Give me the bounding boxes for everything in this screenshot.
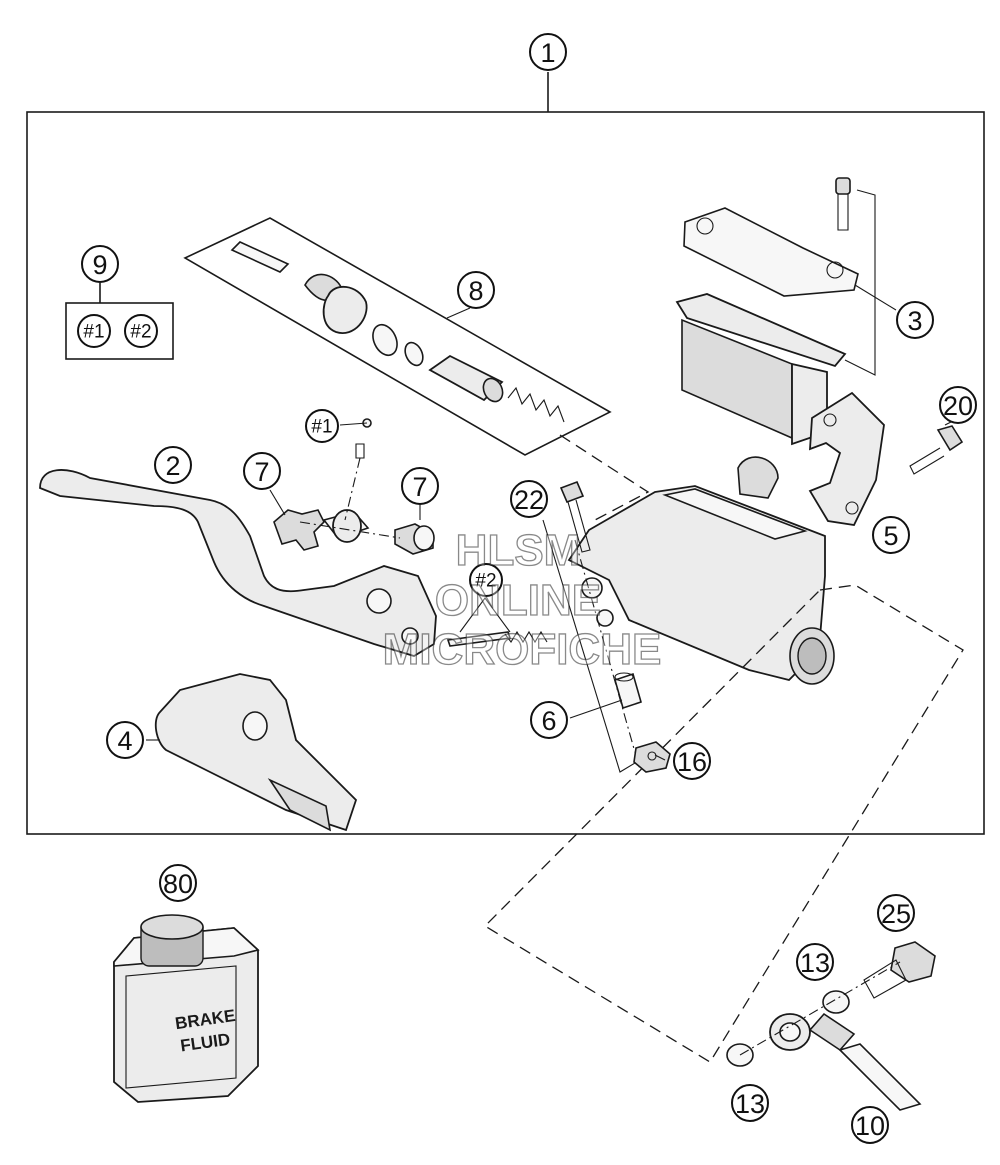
sealing-ring-upper xyxy=(822,990,850,1014)
kit-8-parts xyxy=(230,241,565,423)
svg-text:80: 80 xyxy=(163,869,193,899)
push-rod xyxy=(446,630,548,647)
leader-8 xyxy=(446,307,471,319)
callout-4: 4 xyxy=(106,721,144,759)
callout-7-knob: 7 xyxy=(243,452,281,490)
callout-80: 80 xyxy=(159,864,197,902)
brake-hose xyxy=(769,1012,922,1111)
leader-3b xyxy=(854,284,897,311)
leader-s1 xyxy=(339,422,368,426)
svg-text:13: 13 xyxy=(800,948,830,978)
svg-text:#1: #1 xyxy=(311,417,332,438)
svg-text:13: 13 xyxy=(735,1089,765,1119)
leader-7a xyxy=(269,489,286,516)
svg-text:8: 8 xyxy=(468,276,483,306)
svg-text:2: 2 xyxy=(165,451,180,481)
callout-3: 3 xyxy=(896,301,934,339)
svg-text:9: 9 xyxy=(92,250,107,280)
set-screw xyxy=(355,443,365,459)
callout-16: 16 xyxy=(673,742,711,780)
reservoir-cover xyxy=(675,207,859,446)
cap-screw xyxy=(835,177,851,231)
leader-3 xyxy=(844,189,876,376)
brake-fluid-can xyxy=(113,914,260,1103)
callout-22: 22 xyxy=(510,480,548,518)
callout-2: 2 xyxy=(154,446,192,484)
callout-10: 10 xyxy=(851,1106,889,1144)
lock-nut xyxy=(633,741,671,773)
svg-text:22: 22 xyxy=(514,485,544,515)
callout-1: 1 xyxy=(529,33,567,71)
bushing xyxy=(614,672,642,710)
callout-s1-lever: #1 xyxy=(305,409,339,443)
adjuster-sleeve xyxy=(394,523,435,555)
callout-s2-lever: #2 xyxy=(469,563,503,597)
callout-9: 9 xyxy=(81,245,119,283)
callout-s1-box: #1 xyxy=(77,314,111,348)
callout-8: 8 xyxy=(457,271,495,309)
svg-text:#2: #2 xyxy=(475,571,496,592)
svg-text:20: 20 xyxy=(943,391,973,421)
callout-s2-box: #2 xyxy=(124,314,158,348)
leader-16 xyxy=(654,754,666,761)
pivot-bolt xyxy=(559,480,591,553)
svg-text:7: 7 xyxy=(412,472,427,502)
callout-13-lower: 13 xyxy=(731,1084,769,1122)
hand-lever xyxy=(39,469,437,657)
leader-s2 xyxy=(459,597,511,633)
svg-text:25: 25 xyxy=(881,899,911,929)
axis-hose xyxy=(739,961,901,1056)
repair-kit-outline xyxy=(183,217,612,456)
svg-text:5: 5 xyxy=(883,521,898,551)
svg-text:10: 10 xyxy=(855,1111,885,1141)
hose-connection-outline xyxy=(483,584,964,1063)
callout-20: 20 xyxy=(939,386,977,424)
axis-7 xyxy=(299,521,401,539)
lever-guard xyxy=(154,673,358,832)
assembly-frame xyxy=(26,111,985,835)
svg-text:#2: #2 xyxy=(130,322,151,343)
leader-6 xyxy=(569,699,623,719)
kit-box xyxy=(65,302,174,360)
callout-13-upper: 13 xyxy=(796,943,834,981)
watermark-line3: MICROFICHE xyxy=(383,625,662,674)
callout-5: 5 xyxy=(872,516,910,554)
handlebar-clamp xyxy=(808,391,885,526)
svg-text:3: 3 xyxy=(907,306,922,336)
svg-text:#1: #1 xyxy=(83,322,104,343)
clamp-bolt xyxy=(909,425,964,475)
svg-text:7: 7 xyxy=(254,457,269,487)
callout-25: 25 xyxy=(877,894,915,932)
banjo-bolt xyxy=(863,941,936,999)
adjuster-knob xyxy=(273,509,370,551)
master-cylinder-body xyxy=(567,456,835,685)
callout-7-sleeve: 7 xyxy=(401,467,439,505)
callout-6: 6 xyxy=(530,701,568,739)
svg-text:4: 4 xyxy=(117,726,132,756)
leader-22 xyxy=(542,519,641,773)
kit-to-body-line xyxy=(559,434,650,521)
svg-text:1: 1 xyxy=(540,38,555,68)
svg-text:6: 6 xyxy=(541,706,556,736)
watermark-line1: HLSM xyxy=(456,526,581,575)
svg-text:16: 16 xyxy=(677,747,707,777)
watermark-line2: ONLINE xyxy=(435,576,601,625)
